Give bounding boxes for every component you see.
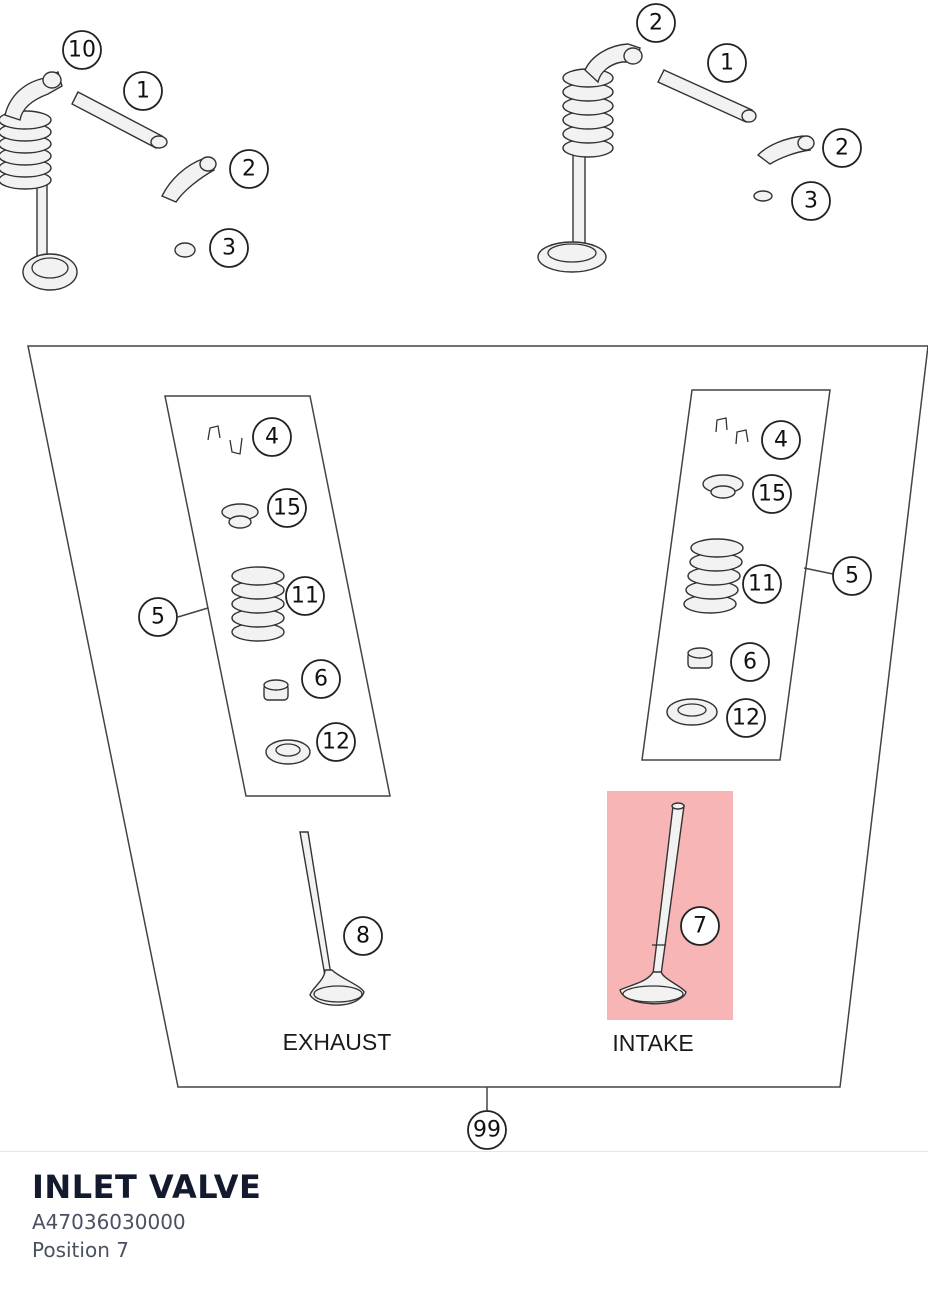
part-info-panel: INLET VALVE A47036030000 Position 7: [32, 1168, 261, 1262]
callout-5[interactable]: 5: [832, 556, 872, 596]
callout-6[interactable]: 6: [730, 642, 770, 682]
svg-text:11: 11: [748, 572, 776, 597]
left-kit-box: [164, 395, 391, 797]
callout-99[interactable]: 99: [467, 1110, 507, 1150]
callout-3[interactable]: 3: [791, 181, 831, 221]
right-kit-box: [641, 389, 834, 761]
exhaust-label: EXHAUST: [283, 1029, 392, 1055]
svg-text:11: 11: [291, 584, 319, 609]
svg-text:8: 8: [356, 924, 370, 949]
part-position: Position 7: [32, 1238, 129, 1262]
callout-7[interactable]: 7: [680, 906, 720, 946]
divider: [0, 1151, 928, 1152]
svg-text:12: 12: [322, 730, 350, 755]
callout-11[interactable]: 11: [742, 564, 782, 604]
callout-15[interactable]: 15: [752, 474, 792, 514]
svg-text:7: 7: [693, 914, 707, 939]
callout-2[interactable]: 2: [229, 149, 269, 189]
part-title: INLET VALVE: [32, 1168, 262, 1206]
exhaust-valve: [299, 831, 365, 1006]
top-right-assembly: [537, 43, 815, 273]
svg-text:1: 1: [720, 51, 734, 76]
svg-text:15: 15: [273, 496, 301, 521]
kit-frame: [27, 345, 928, 1088]
svg-text:4: 4: [265, 425, 279, 450]
callout-12[interactable]: 12: [726, 698, 766, 738]
intake-label: INTAKE: [612, 1030, 693, 1056]
svg-text:15: 15: [758, 482, 786, 507]
callout-8[interactable]: 8: [343, 916, 383, 956]
callout-15[interactable]: 15: [267, 488, 307, 528]
svg-text:6: 6: [743, 650, 757, 675]
svg-text:2: 2: [649, 11, 663, 36]
svg-text:2: 2: [242, 157, 256, 182]
callout-10[interactable]: 10: [62, 30, 102, 70]
top-left-assembly: [0, 71, 217, 291]
part-number: A47036030000: [32, 1210, 186, 1234]
svg-text:4: 4: [774, 428, 788, 453]
callout-11[interactable]: 11: [285, 576, 325, 616]
svg-text:10: 10: [68, 38, 96, 63]
callout-4[interactable]: 4: [761, 420, 801, 460]
callout-3[interactable]: 3: [209, 228, 249, 268]
svg-text:3: 3: [804, 189, 818, 214]
callout-1[interactable]: 1: [707, 43, 747, 83]
callout-12[interactable]: 12: [316, 722, 356, 762]
svg-text:3: 3: [222, 236, 236, 261]
callout-5[interactable]: 5: [138, 597, 178, 637]
callout-1[interactable]: 1: [123, 71, 163, 111]
svg-text:5: 5: [151, 605, 165, 630]
exploded-parts-diagram: EXHAUST INTAKE 10 1 2 3 2 1 2 3 4 15 11 …: [0, 3, 928, 1150]
svg-text:5: 5: [845, 564, 859, 589]
callout-6[interactable]: 6: [301, 659, 341, 699]
callout-2[interactable]: 2: [822, 128, 862, 168]
svg-text:1: 1: [136, 79, 150, 104]
svg-text:6: 6: [314, 667, 328, 692]
svg-text:12: 12: [732, 706, 760, 731]
callout-2[interactable]: 2: [636, 3, 676, 43]
svg-text:99: 99: [473, 1118, 501, 1143]
intake-valve[interactable]: [619, 802, 687, 1005]
callout-4[interactable]: 4: [252, 417, 292, 457]
svg-text:2: 2: [835, 136, 849, 161]
